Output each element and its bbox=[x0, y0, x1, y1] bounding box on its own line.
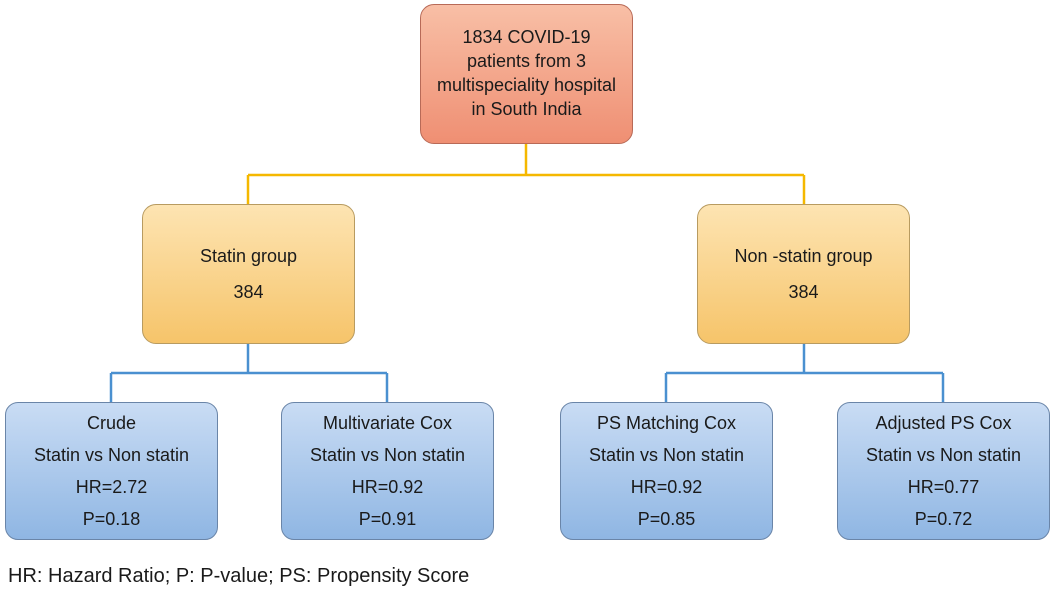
group-label: Statin group bbox=[199, 245, 298, 266]
group-label: Non -statin group bbox=[734, 245, 873, 266]
crude-node: Crude Statin vs Non statin HR=2.72 P=0.1… bbox=[5, 402, 218, 540]
statin-connector bbox=[109, 344, 389, 402]
leaf-comparison: Statin vs Non statin bbox=[33, 445, 190, 465]
leaf-title: Adjusted PS Cox bbox=[875, 413, 1012, 433]
leaf-hr: HR=0.77 bbox=[907, 477, 980, 497]
group-count: 384 bbox=[233, 282, 264, 302]
leaf-p: P=0.72 bbox=[914, 509, 973, 529]
root-line: in South India bbox=[471, 98, 582, 119]
root-line: multispeciality hospital bbox=[436, 75, 617, 95]
leaf-comparison: Statin vs Non statin bbox=[588, 445, 745, 465]
footnote: HR: Hazard Ratio; P: P-value; PS: Propen… bbox=[8, 565, 470, 587]
leaf-title: PS Matching Cox bbox=[596, 413, 737, 433]
root-line: patients from 3 bbox=[466, 51, 587, 72]
ps-matching-cox-node: PS Matching Cox Statin vs Non statin HR=… bbox=[560, 402, 773, 540]
leaf-p: P=0.18 bbox=[82, 509, 141, 529]
root-line: 1834 COVID-19 bbox=[462, 27, 591, 48]
leaf-comparison: Statin vs Non statin bbox=[309, 445, 466, 465]
group-count: 384 bbox=[788, 282, 819, 302]
leaf-hr: HR=0.92 bbox=[630, 477, 703, 497]
leaf-hr: HR=0.92 bbox=[351, 477, 424, 497]
root-node: 1834 COVID-19 patients from 3 multispeci… bbox=[420, 4, 633, 144]
leaf-title: Crude bbox=[86, 413, 137, 433]
leaf-hr: HR=2.72 bbox=[75, 477, 148, 497]
root-connector bbox=[246, 144, 806, 204]
leaf-title: Multivariate Cox bbox=[322, 413, 453, 433]
adjusted-ps-cox-node: Adjusted PS Cox Statin vs Non statin HR=… bbox=[837, 402, 1050, 540]
leaf-comparison: Statin vs Non statin bbox=[865, 445, 1022, 465]
leaf-p: P=0.91 bbox=[358, 509, 417, 529]
statin-group-node: Statin group 384 bbox=[142, 204, 355, 344]
multivariate-cox-node: Multivariate Cox Statin vs Non statin HR… bbox=[281, 402, 494, 540]
nonstatin-connector bbox=[664, 344, 945, 402]
nonstatin-group-node: Non -statin group 384 bbox=[697, 204, 910, 344]
leaf-p: P=0.85 bbox=[637, 509, 696, 529]
